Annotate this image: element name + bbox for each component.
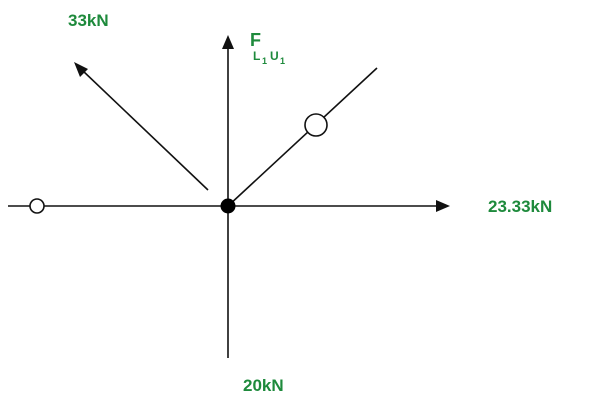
member-force-label: F L 1 U 1 (250, 30, 285, 66)
up-arrowhead (222, 35, 234, 49)
member-force-main: F (250, 30, 261, 50)
member-force-sub-1a: 1 (262, 56, 267, 66)
member-force-sub-u: U (270, 49, 279, 63)
zero-force-marker-left (29, 198, 45, 214)
member-force-sub-l: L (253, 49, 260, 63)
member-force-sub-1b: 1 (280, 56, 285, 66)
upper-left-arrowhead (74, 62, 88, 77)
force-label-upper-left: 33kN (68, 11, 109, 30)
force-label-bottom: 20kN (243, 376, 284, 395)
joint-node (220, 198, 236, 214)
upper-right-member-line (227, 67, 378, 207)
zero-force-marker-diagonal (304, 113, 328, 137)
right-arrowhead (436, 200, 450, 212)
upper-left-member-line (81, 69, 209, 191)
force-label-right: 23.33kN (488, 197, 552, 216)
